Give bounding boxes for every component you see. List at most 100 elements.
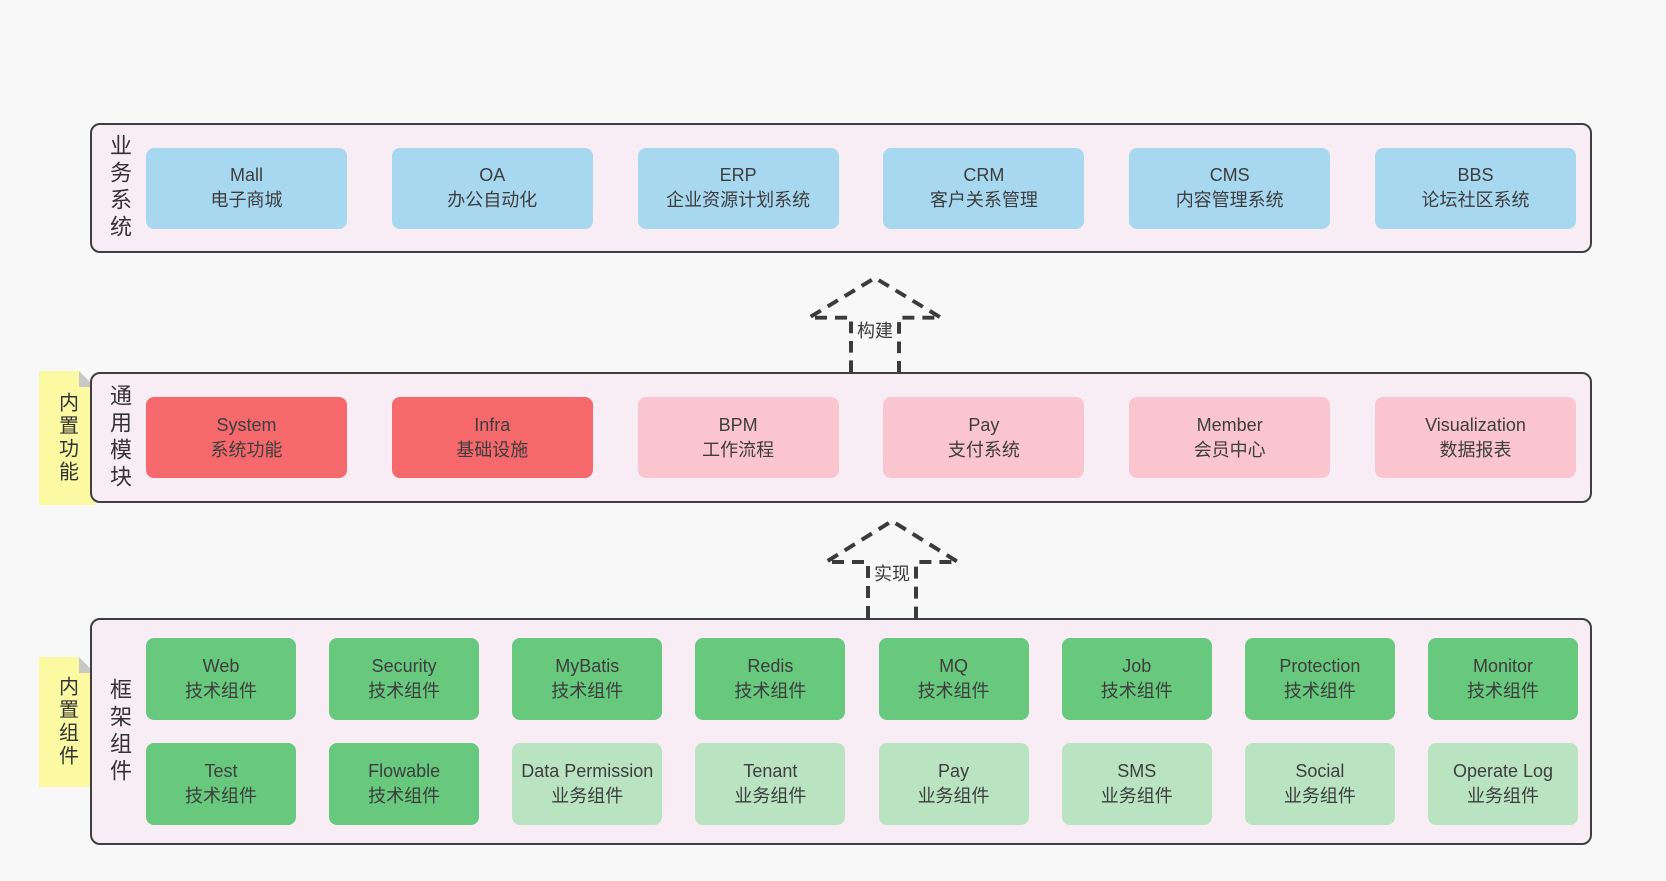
box-title: Social — [1295, 761, 1345, 782]
box-title: CRM — [963, 165, 1005, 186]
box-subtitle: 技术组件 — [1466, 681, 1539, 701]
box-job: Job 技术组件 — [1061, 638, 1212, 720]
box-subtitle: 企业资源计划系统 — [666, 190, 811, 210]
box-subtitle: 技术组件 — [551, 681, 624, 701]
box-title: ERP — [719, 165, 757, 186]
box-subtitle: 业务组件 — [1466, 786, 1539, 806]
box-bbs: BBS 论坛社区系统 — [1374, 147, 1576, 229]
box-erp: ERP 企业资源计划系统 — [637, 147, 839, 229]
box-title: MyBatis — [555, 656, 620, 677]
component-row-1: Web 技术组件 Security 技术组件 MyBatis 技术组件 Redi… — [146, 638, 1578, 720]
box-redis: Redis 技术组件 — [695, 638, 846, 720]
box-title: CMS — [1209, 165, 1250, 186]
box-title: Redis — [747, 656, 794, 677]
box-title: Security — [371, 656, 437, 677]
note-built-in-components: 内置组件 — [39, 657, 95, 787]
box-title: Operate Log — [1452, 761, 1554, 782]
box-title: SMS — [1117, 761, 1157, 782]
box-subtitle: 技术组件 — [1283, 681, 1356, 701]
box-title: Protection — [1279, 656, 1361, 677]
box-security: Security 技术组件 — [329, 638, 480, 720]
box-subtitle: 业务组件 — [1100, 786, 1173, 806]
box-subtitle: 技术组件 — [734, 681, 807, 701]
box-title: Pay — [938, 761, 970, 782]
note-label: 内置组件 — [55, 676, 78, 768]
component-rows: Web 技术组件 Security 技术组件 MyBatis 技术组件 Redi… — [146, 620, 1590, 843]
box-subtitle: 业务组件 — [1283, 786, 1356, 806]
note-built-in-features: 内置功能 — [39, 371, 95, 505]
panel-common-modules: 通用模块 System 系统功能 Infra 基础设施 BPM 工作流程 Pay… — [90, 372, 1592, 503]
box-monitor: Monitor 技术组件 — [1427, 638, 1578, 720]
box-subtitle: 会员中心 — [1193, 439, 1266, 460]
box-cms: CMS 内容管理系统 — [1129, 147, 1331, 229]
component-row-2: Test 技术组件 Flowable 技术组件 Data Permission … — [146, 743, 1578, 825]
box-title: Visualization — [1425, 414, 1526, 435]
box-subtitle: 系统功能 — [210, 439, 283, 460]
box-title: Test — [204, 761, 238, 782]
box-title: MQ — [939, 656, 969, 677]
box-data-permission: Data Permission 业务组件 — [512, 743, 663, 825]
box-subtitle: 办公自动化 — [447, 190, 538, 210]
panel-modules-label: 通用模块 — [107, 383, 132, 492]
box-web: Web 技术组件 — [146, 638, 296, 720]
box-crm: CRM 客户关系管理 — [883, 147, 1085, 229]
box-title: Web — [202, 656, 240, 677]
box-subtitle: 工作流程 — [702, 439, 775, 460]
panel-business-label: 业务系统 — [107, 134, 132, 242]
box-title: Pay — [968, 414, 1000, 435]
box-operate-log: Operate Log 业务组件 — [1427, 743, 1578, 825]
box-subtitle: 技术组件 — [368, 681, 441, 701]
arrow-implement: 实现 — [822, 518, 962, 618]
box-subtitle: 数据报表 — [1439, 439, 1512, 460]
box-title: Monitor — [1472, 656, 1533, 677]
box-subtitle: 内容管理系统 — [1175, 190, 1284, 210]
box-title: Member — [1196, 414, 1263, 435]
panel-framework-components: 框架组件 Web 技术组件 Security 技术组件 MyBatis 技术组件… — [90, 618, 1592, 845]
panel-business-systems: 业务系统 Mall 电子商城 OA 办公自动化 ERP 企业资源计划系统 CRM… — [90, 123, 1592, 253]
box-title: OA — [479, 165, 506, 186]
box-tenant: Tenant 业务组件 — [695, 743, 846, 825]
box-subtitle: 客户关系管理 — [929, 190, 1038, 210]
box-title: Job — [1122, 656, 1152, 677]
box-mall: Mall 电子商城 — [146, 147, 347, 229]
box-pay: Pay 支付系统 — [883, 397, 1085, 478]
box-subtitle: 论坛社区系统 — [1421, 190, 1530, 210]
box-subtitle: 业务组件 — [917, 786, 990, 806]
box-subtitle: 技术组件 — [185, 681, 257, 701]
panel-side-label: 通用模块 — [92, 374, 146, 501]
box-title: BPM — [718, 414, 758, 435]
box-title: Tenant — [743, 761, 798, 782]
box-visualization: Visualization 数据报表 — [1374, 397, 1576, 478]
note-label: 内置功能 — [55, 392, 78, 484]
box-subtitle: 业务组件 — [551, 786, 624, 806]
arrow-implement-label: 实现 — [874, 564, 910, 584]
box-title: Flowable — [368, 761, 441, 782]
box-subtitle: 基础设施 — [456, 439, 529, 460]
box-subtitle: 技术组件 — [917, 681, 990, 701]
box-oa: OA 办公自动化 — [391, 147, 593, 229]
box-subtitle: 技术组件 — [1100, 681, 1173, 701]
box-subtitle: 支付系统 — [947, 439, 1020, 460]
box-mq: MQ 技术组件 — [878, 638, 1029, 720]
panel-side-label: 业务系统 — [92, 125, 146, 251]
box-sms: SMS 业务组件 — [1061, 743, 1212, 825]
panel-components-label: 框架组件 — [107, 677, 132, 786]
box-subtitle: 业务组件 — [734, 786, 807, 806]
box-infra: Infra 基础设施 — [391, 397, 593, 478]
box-member: Member 会员中心 — [1129, 397, 1331, 478]
box-bpm: BPM 工作流程 — [637, 397, 839, 478]
module-boxes: System 系统功能 Infra 基础设施 BPM 工作流程 Pay 支付系统… — [146, 374, 1590, 501]
box-mybatis: MyBatis 技术组件 — [512, 638, 663, 720]
box-title: Mall — [229, 165, 263, 186]
box-protection: Protection 技术组件 — [1244, 638, 1395, 720]
arrow-build: 构建 — [805, 275, 945, 372]
box-title: Infra — [474, 414, 511, 435]
box-subtitle: 技术组件 — [368, 786, 441, 806]
box-pay-component: Pay 业务组件 — [878, 743, 1029, 825]
box-flowable: Flowable 技术组件 — [329, 743, 480, 825]
arrow-build-label: 构建 — [857, 321, 893, 341]
box-subtitle: 电子商城 — [210, 190, 283, 210]
box-test: Test 技术组件 — [146, 743, 296, 825]
box-title: Data Permission — [521, 761, 654, 782]
